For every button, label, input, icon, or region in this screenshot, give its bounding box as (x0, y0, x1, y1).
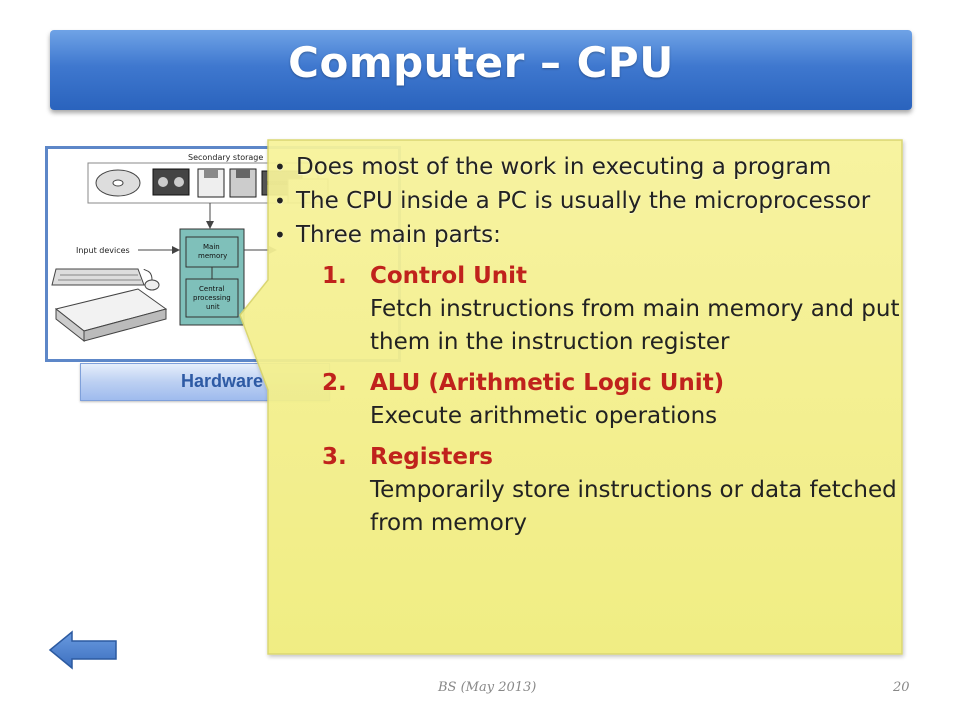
title-bar: Computer – CPU (50, 30, 912, 110)
back-button[interactable] (48, 630, 118, 670)
hardware-button-label: Hardware (181, 371, 264, 391)
mouse-icon (143, 268, 160, 291)
bullet-text: Does most of the work in executing a pro… (296, 154, 832, 180)
page-number: 20 (893, 680, 910, 695)
part-description: Fetch instructions from main memory and … (370, 296, 900, 355)
cpu-label-1: Central (199, 285, 225, 293)
bullet-dot-icon: • (274, 223, 286, 247)
bullet-item: • Does most of the work in executing a p… (270, 150, 900, 184)
floppy-disk-icon (197, 168, 225, 198)
bullet-item: • Three main parts: (270, 218, 900, 252)
part-heading: Control Unit (370, 263, 528, 289)
part-heading: Registers (370, 444, 493, 470)
part-description: Temporarily store instructions or data f… (370, 477, 897, 536)
part-heading: ALU (Arithmetic Logic Unit) (370, 370, 725, 396)
input-devices-label: Input devices (76, 246, 130, 255)
scanner-icon (54, 288, 168, 343)
part-number: 2. (322, 370, 347, 396)
cd-disc-icon (95, 169, 141, 197)
slide-title: Computer – CPU (288, 38, 674, 87)
secondary-storage-label: Secondary storage (188, 153, 263, 162)
part-item-control-unit: 1. Control Unit Fetch instructions from … (270, 260, 900, 359)
callout-shape (239, 139, 903, 655)
bullet-item: • The CPU inside a PC is usually the mic… (270, 184, 900, 218)
cpu-callout: • Does most of the work in executing a p… (239, 139, 904, 656)
tape-cassette-icon (152, 168, 190, 196)
part-number: 3. (322, 444, 347, 470)
floppy-disk-icon (229, 168, 257, 198)
left-arrow-icon (48, 630, 117, 670)
bullet-dot-icon: • (274, 155, 286, 179)
keyboard-icon (51, 268, 145, 286)
main-memory-label-2: memory (198, 252, 227, 260)
part-number: 1. (322, 263, 347, 289)
bullet-text: The CPU inside a PC is usually the micro… (296, 188, 871, 214)
part-item-registers: 3. Registers Temporarily store instructi… (270, 441, 900, 540)
bullet-dot-icon: • (274, 189, 286, 213)
cpu-label-2: processing (193, 294, 231, 302)
part-item-alu: 2. ALU (Arithmetic Logic Unit) Execute a… (270, 367, 900, 433)
callout-content: • Does most of the work in executing a p… (270, 150, 900, 540)
part-description: Execute arithmetic operations (370, 403, 718, 429)
main-memory-label: Main (203, 243, 220, 251)
footer-text: BS (May 2013) (438, 680, 537, 695)
cpu-label-3: unit (206, 303, 220, 311)
bullet-text: Three main parts: (296, 222, 501, 248)
